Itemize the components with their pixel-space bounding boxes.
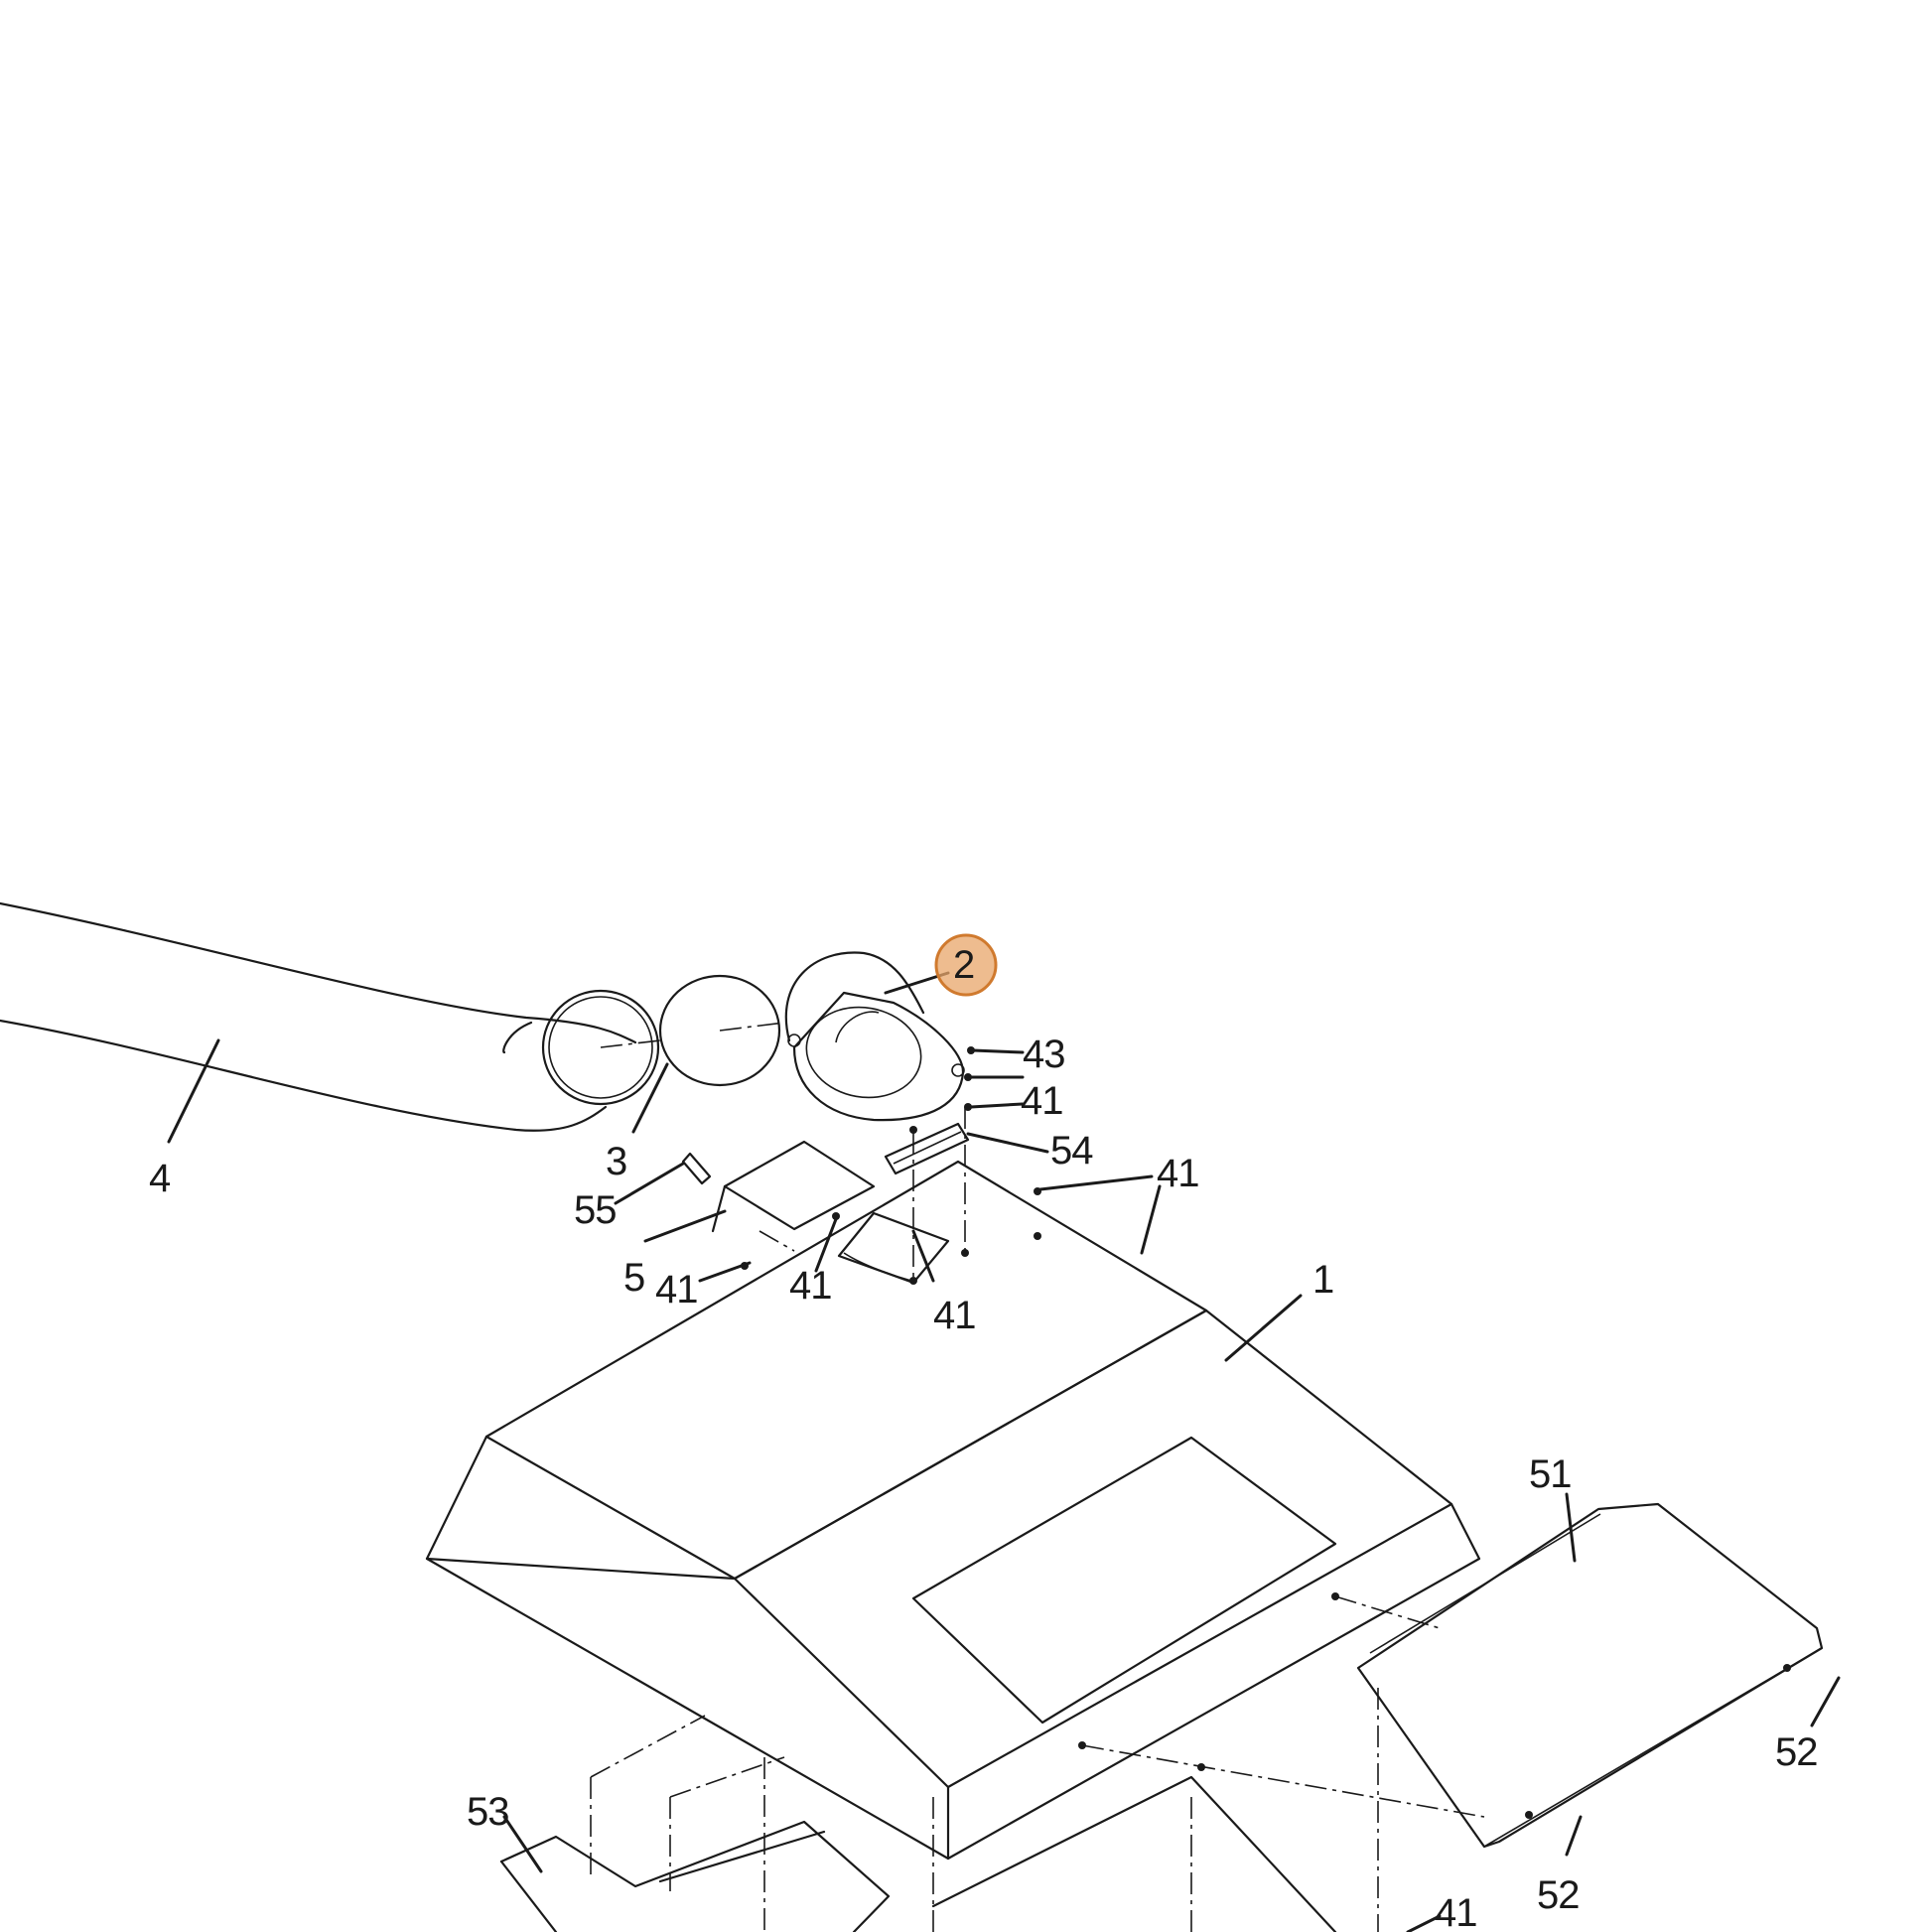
callout-41-b[interactable]: 41: [1157, 1152, 1200, 1195]
callout-5[interactable]: 5: [623, 1256, 645, 1300]
callout-41-f[interactable]: 41: [1435, 1891, 1478, 1932]
callout-1[interactable]: 1: [1312, 1258, 1334, 1302]
callout-51[interactable]: 51: [1529, 1452, 1573, 1496]
clamp-rings-part: [541, 974, 785, 1106]
hose-part: [0, 901, 637, 1132]
callout-4[interactable]: 4: [149, 1157, 172, 1200]
hood-cutout: [837, 1211, 950, 1285]
callout-41-d[interactable]: 41: [789, 1264, 833, 1308]
callout-41-e[interactable]: 41: [933, 1294, 977, 1337]
bracket-53-part: [499, 1715, 1337, 1932]
callout-52-a[interactable]: 52: [1775, 1730, 1819, 1774]
callout-41-a[interactable]: 41: [1021, 1079, 1064, 1123]
side-plate-51-part: [1081, 1502, 1824, 1932]
callout-41-c[interactable]: 41: [655, 1268, 699, 1311]
callout-52-b[interactable]: 52: [1537, 1873, 1581, 1917]
callout-2[interactable]: 2: [953, 943, 975, 987]
callout-53[interactable]: 53: [467, 1790, 510, 1834]
callout-3[interactable]: 3: [606, 1140, 627, 1183]
fastener-dots: [741, 1046, 1791, 1819]
cover-plate-part: [681, 1140, 876, 1252]
highlight-marker[interactable]: [934, 933, 998, 997]
callout-43[interactable]: 43: [1023, 1033, 1066, 1076]
hood-part: [425, 1160, 1481, 1861]
elbow-flange-part: [784, 951, 965, 1122]
callout-55[interactable]: 55: [574, 1188, 618, 1232]
leader-lines: [167, 971, 1841, 1932]
callout-labels: 1 2 3 4 5 41 41 41 41 41 41 43 51 52 52 …: [149, 943, 1819, 1932]
bracket-54-part: [884, 1107, 970, 1281]
callout-54[interactable]: 54: [1050, 1129, 1094, 1173]
